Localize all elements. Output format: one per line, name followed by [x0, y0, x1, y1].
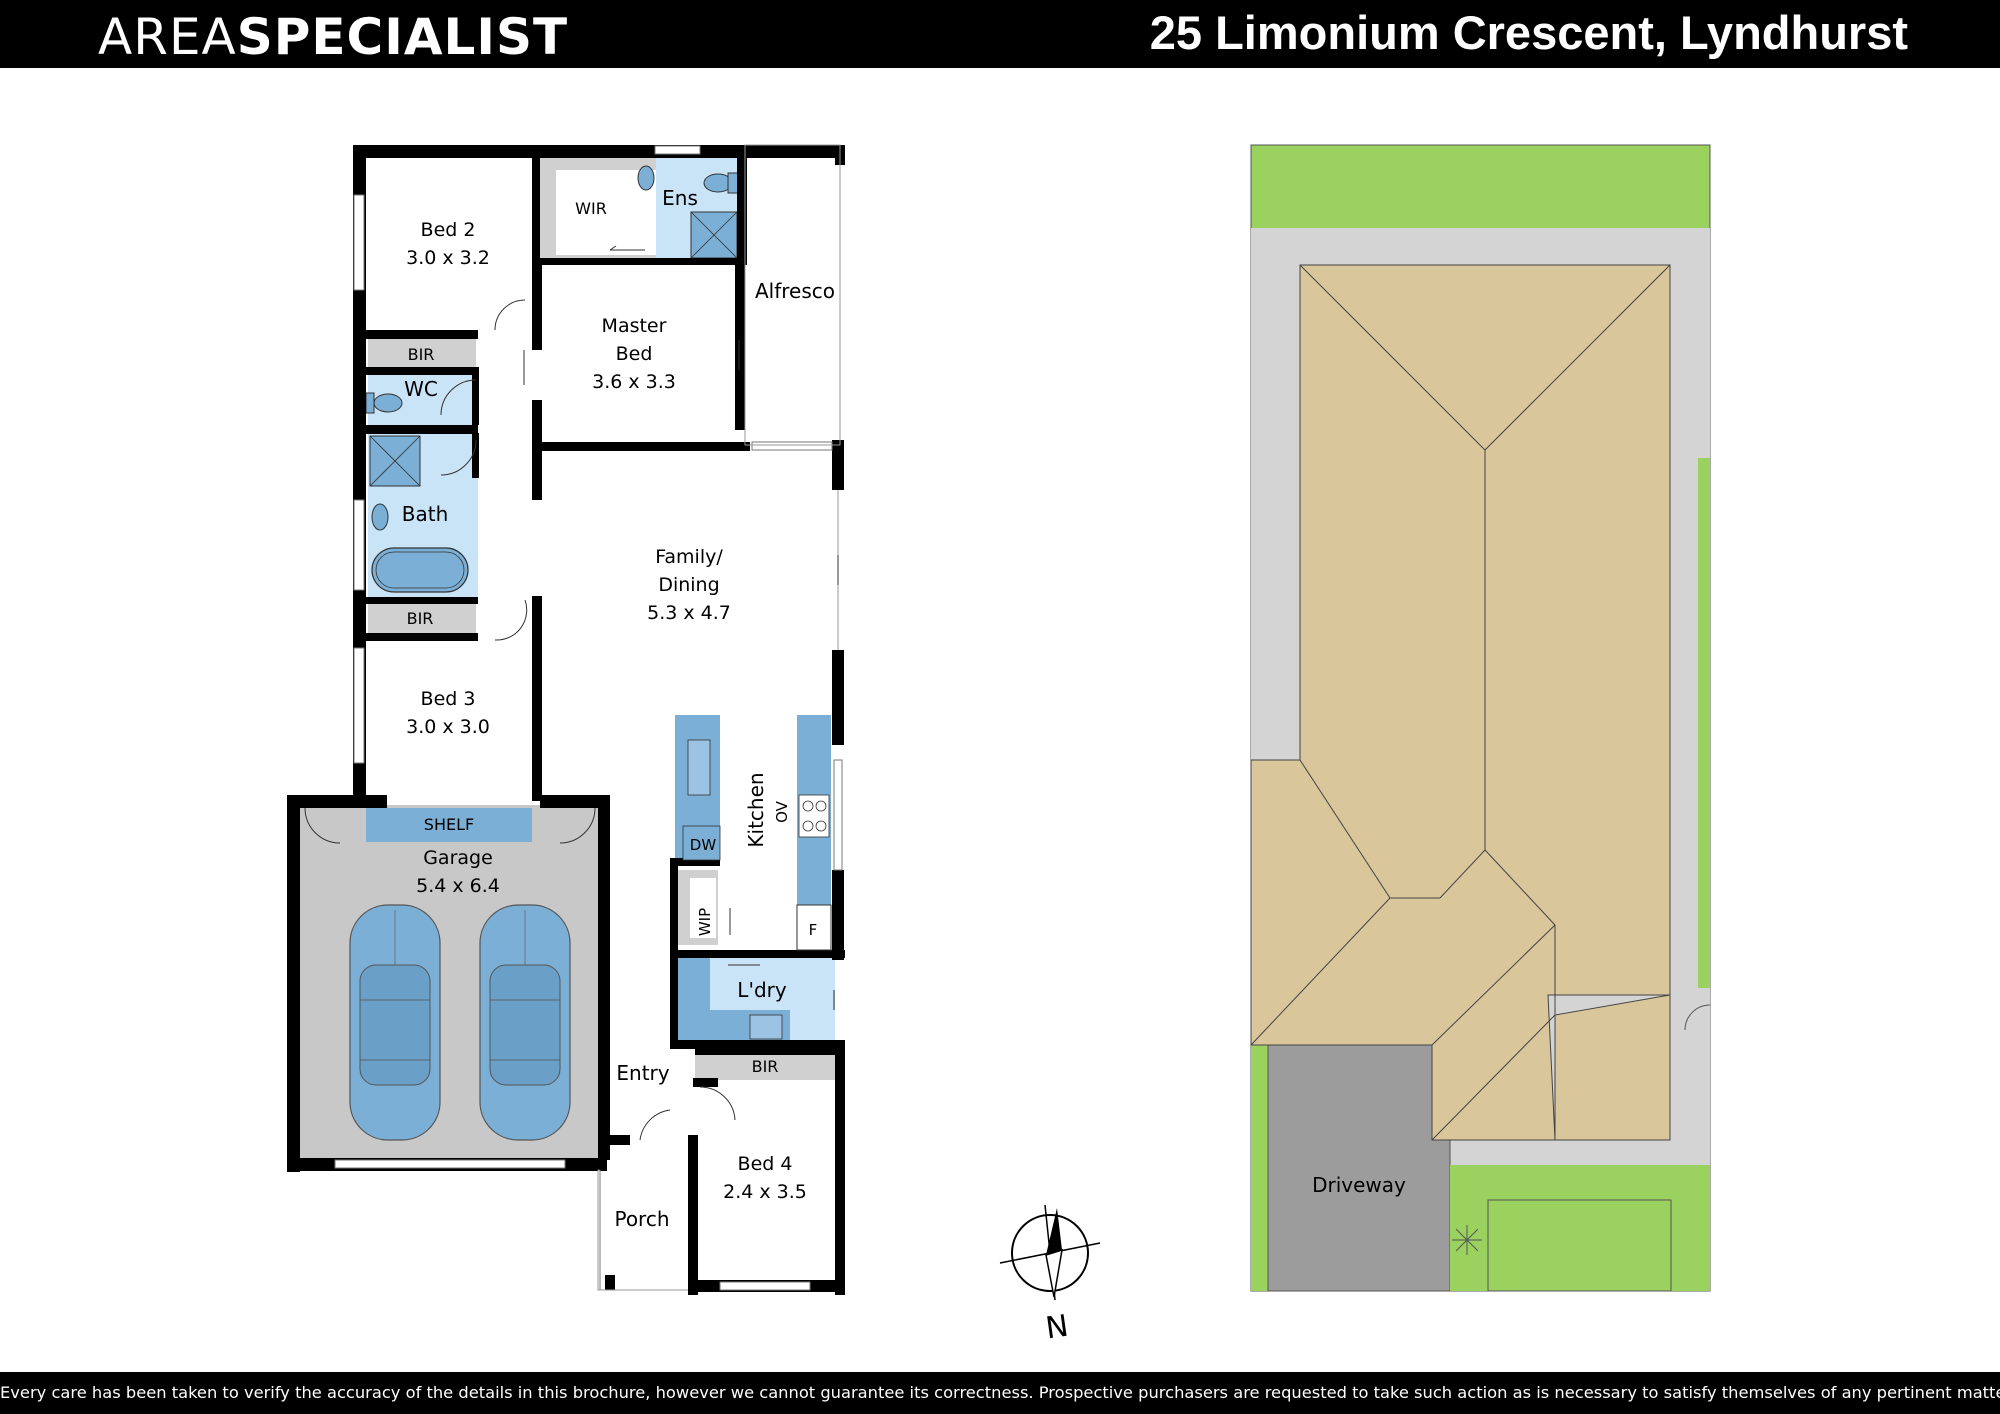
fridge-space	[796, 904, 832, 951]
garage-name: Garage	[423, 847, 493, 869]
car-right	[479, 904, 571, 1141]
logo-specialist: SPECIALIST	[236, 8, 569, 66]
shelf-label: SHELF	[424, 815, 474, 834]
master-name-2: Bed	[616, 343, 653, 365]
bir-bed4-label: BIR	[752, 1057, 779, 1076]
bir-top-shelf	[368, 338, 476, 368]
bed2-size: 3.0 x 3.2	[406, 247, 490, 269]
site-plan: Driveway	[1250, 144, 1711, 1292]
kitchen-sink	[687, 739, 711, 796]
entry-label: Entry	[616, 1061, 669, 1085]
compass-needle	[1046, 1208, 1062, 1255]
brand-logo: AREASPECIALIST	[98, 6, 568, 68]
oven-label: OV	[773, 800, 791, 823]
windows	[334, 145, 843, 1291]
property-address: 25 Limonium Crescent, Lyndhurst	[1149, 6, 1908, 59]
wir-label: WIR	[575, 199, 607, 218]
sliding-doors	[523, 245, 839, 1010]
floor-plan: Bed 2 3.0 x 3.2 WIR Ens Alfresco Master …	[287, 144, 845, 1295]
bathtub	[371, 547, 469, 593]
bed4-name: Bed 4	[738, 1153, 793, 1175]
roof-ridges	[1250, 264, 1671, 1141]
master-name-1: Master	[602, 315, 667, 337]
driveway-label: Driveway	[1312, 1173, 1406, 1197]
fridge-label: F	[809, 921, 818, 939]
ensuite-basin	[637, 165, 655, 191]
footer-bar	[0, 1372, 2000, 1414]
laundry-label: L'dry	[737, 978, 787, 1002]
driveway	[1267, 1044, 1451, 1292]
bath-label: Bath	[402, 502, 449, 526]
bed3-name: Bed 3	[421, 688, 476, 710]
wc-toilet	[373, 393, 403, 413]
alfresco-outline	[744, 144, 841, 446]
porch-label: Porch	[614, 1207, 669, 1231]
door-swings	[304, 299, 736, 1141]
family-name-1: Family/	[655, 546, 723, 568]
bed2-floor	[370, 158, 535, 338]
bir-mid-label: BIR	[407, 609, 434, 628]
car-left	[349, 904, 441, 1141]
kitchen-label: Kitchen	[744, 772, 768, 847]
compass-north-label: N	[1044, 1309, 1071, 1347]
header-bar	[0, 0, 2000, 68]
wc-label: WC	[404, 377, 438, 401]
bir-top-label: BIR	[408, 345, 435, 364]
ensuite-label: Ens	[662, 186, 698, 210]
logo-area: AREA	[98, 8, 237, 66]
family-size: 5.3 x 4.7	[647, 602, 731, 624]
garage-shelf	[366, 808, 532, 842]
compass: N	[999, 1204, 1101, 1347]
bir-mid-shelf	[368, 603, 476, 633]
disclaimer-text: Every care has been taken to verify the …	[0, 1383, 2000, 1402]
bed4-size: 2.4 x 3.5	[723, 1181, 807, 1203]
walls	[287, 145, 845, 1295]
family-name-2: Dining	[658, 574, 719, 596]
master-size: 3.6 x 3.3	[592, 371, 676, 393]
bed3-size: 3.0 x 3.0	[406, 716, 490, 738]
garden-bed	[1487, 1199, 1672, 1292]
laundry-trough	[749, 1014, 783, 1040]
wip-label: WIP	[696, 908, 714, 936]
dishwasher	[682, 825, 721, 861]
plant-icon	[1452, 1225, 1482, 1255]
cooktop	[798, 794, 830, 838]
garage-size: 5.4 x 6.4	[416, 875, 500, 897]
dw-label: DW	[690, 836, 717, 854]
bir-bed4-shelf	[695, 1052, 835, 1080]
bed2-name: Bed 2	[421, 219, 476, 241]
alfresco-label: Alfresco	[755, 279, 835, 303]
bath-basin	[371, 503, 389, 531]
